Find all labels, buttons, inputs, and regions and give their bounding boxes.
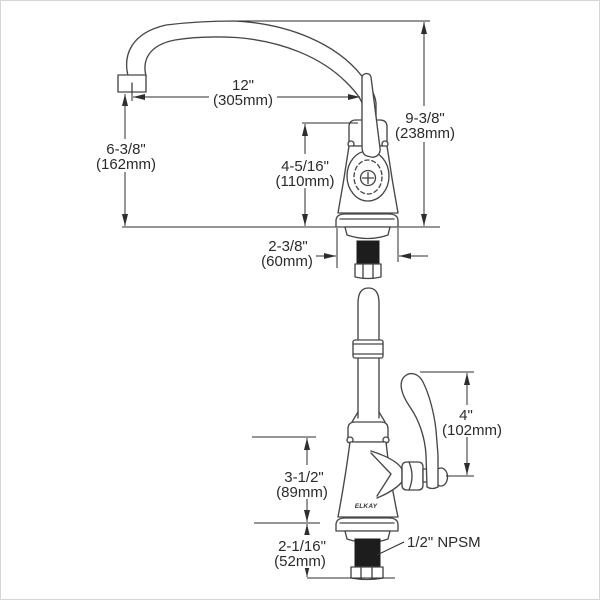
dim-overall-height-in: 9-3/8" [405,110,445,127]
base-side [335,517,399,581]
dim-handle-height: 4" (102mm) [420,371,502,477]
bonnet-side [346,421,390,444]
shank-thread-text: 1/2" NPSM [407,534,481,551]
handle-blade-front [361,72,381,158]
dim-shank-length-mm: (52mm) [274,553,326,570]
front-view: 12" (305mm) 9-3/8" (238mm) 6-3/8" (162mm… [93,20,460,280]
dim-body-height-front-in: 4-5/16" [281,158,329,175]
supply-nut-front [354,263,382,280]
riser-pipe [351,287,386,423]
dim-body-height-side-mm: (89mm) [276,484,328,501]
dim-body-height-front: 4-5/16" (110mm) [275,122,358,226]
threaded-shank-side [354,538,381,568]
dim-overall-height-mm: (238mm) [395,125,455,142]
dim-spout-reach-in: 12" [232,77,254,94]
base-front [335,213,399,280]
dim-overall-height: 9-3/8" (238mm) [237,20,460,226]
threaded-shank-front [356,240,380,265]
dim-shank-length-in: 2-1/16" [278,538,326,555]
dim-spout-reach-mm: (305mm) [213,92,273,109]
dim-spout-reach: 12" (305mm) [131,77,360,109]
pipe-collar [352,339,384,359]
dim-body-height-side-in: 3-1/2" [284,469,324,486]
dim-handle-height-in: 4" [459,407,473,424]
wrist-blade-handle [400,372,449,490]
dim-shank-length: 2-1/16" (52mm) [265,524,395,579]
dim-base-width-in: 2-3/8" [268,238,308,255]
dim-base-width: 2-3/8" (60mm) [261,228,428,270]
brand-logo: ELKAY [355,503,378,510]
dim-body-height-side: 3-1/2" (89mm) [252,436,336,524]
label-shank-thread: 1/2" NPSM [376,534,481,556]
side-view: ELKAY 4" (102mm) [252,287,502,581]
handle-hub [359,169,377,187]
dim-spout-height-in: 6-3/8" [106,141,146,158]
dim-spout-height: 6-3/8" (162mm) [93,94,157,226]
dim-body-height-front-mm: (110mm) [276,173,335,190]
dim-spout-height-mm: (162mm) [96,156,156,173]
dim-handle-height-mm: (102mm) [442,422,502,439]
dim-base-width-mm: (60mm) [261,253,313,270]
